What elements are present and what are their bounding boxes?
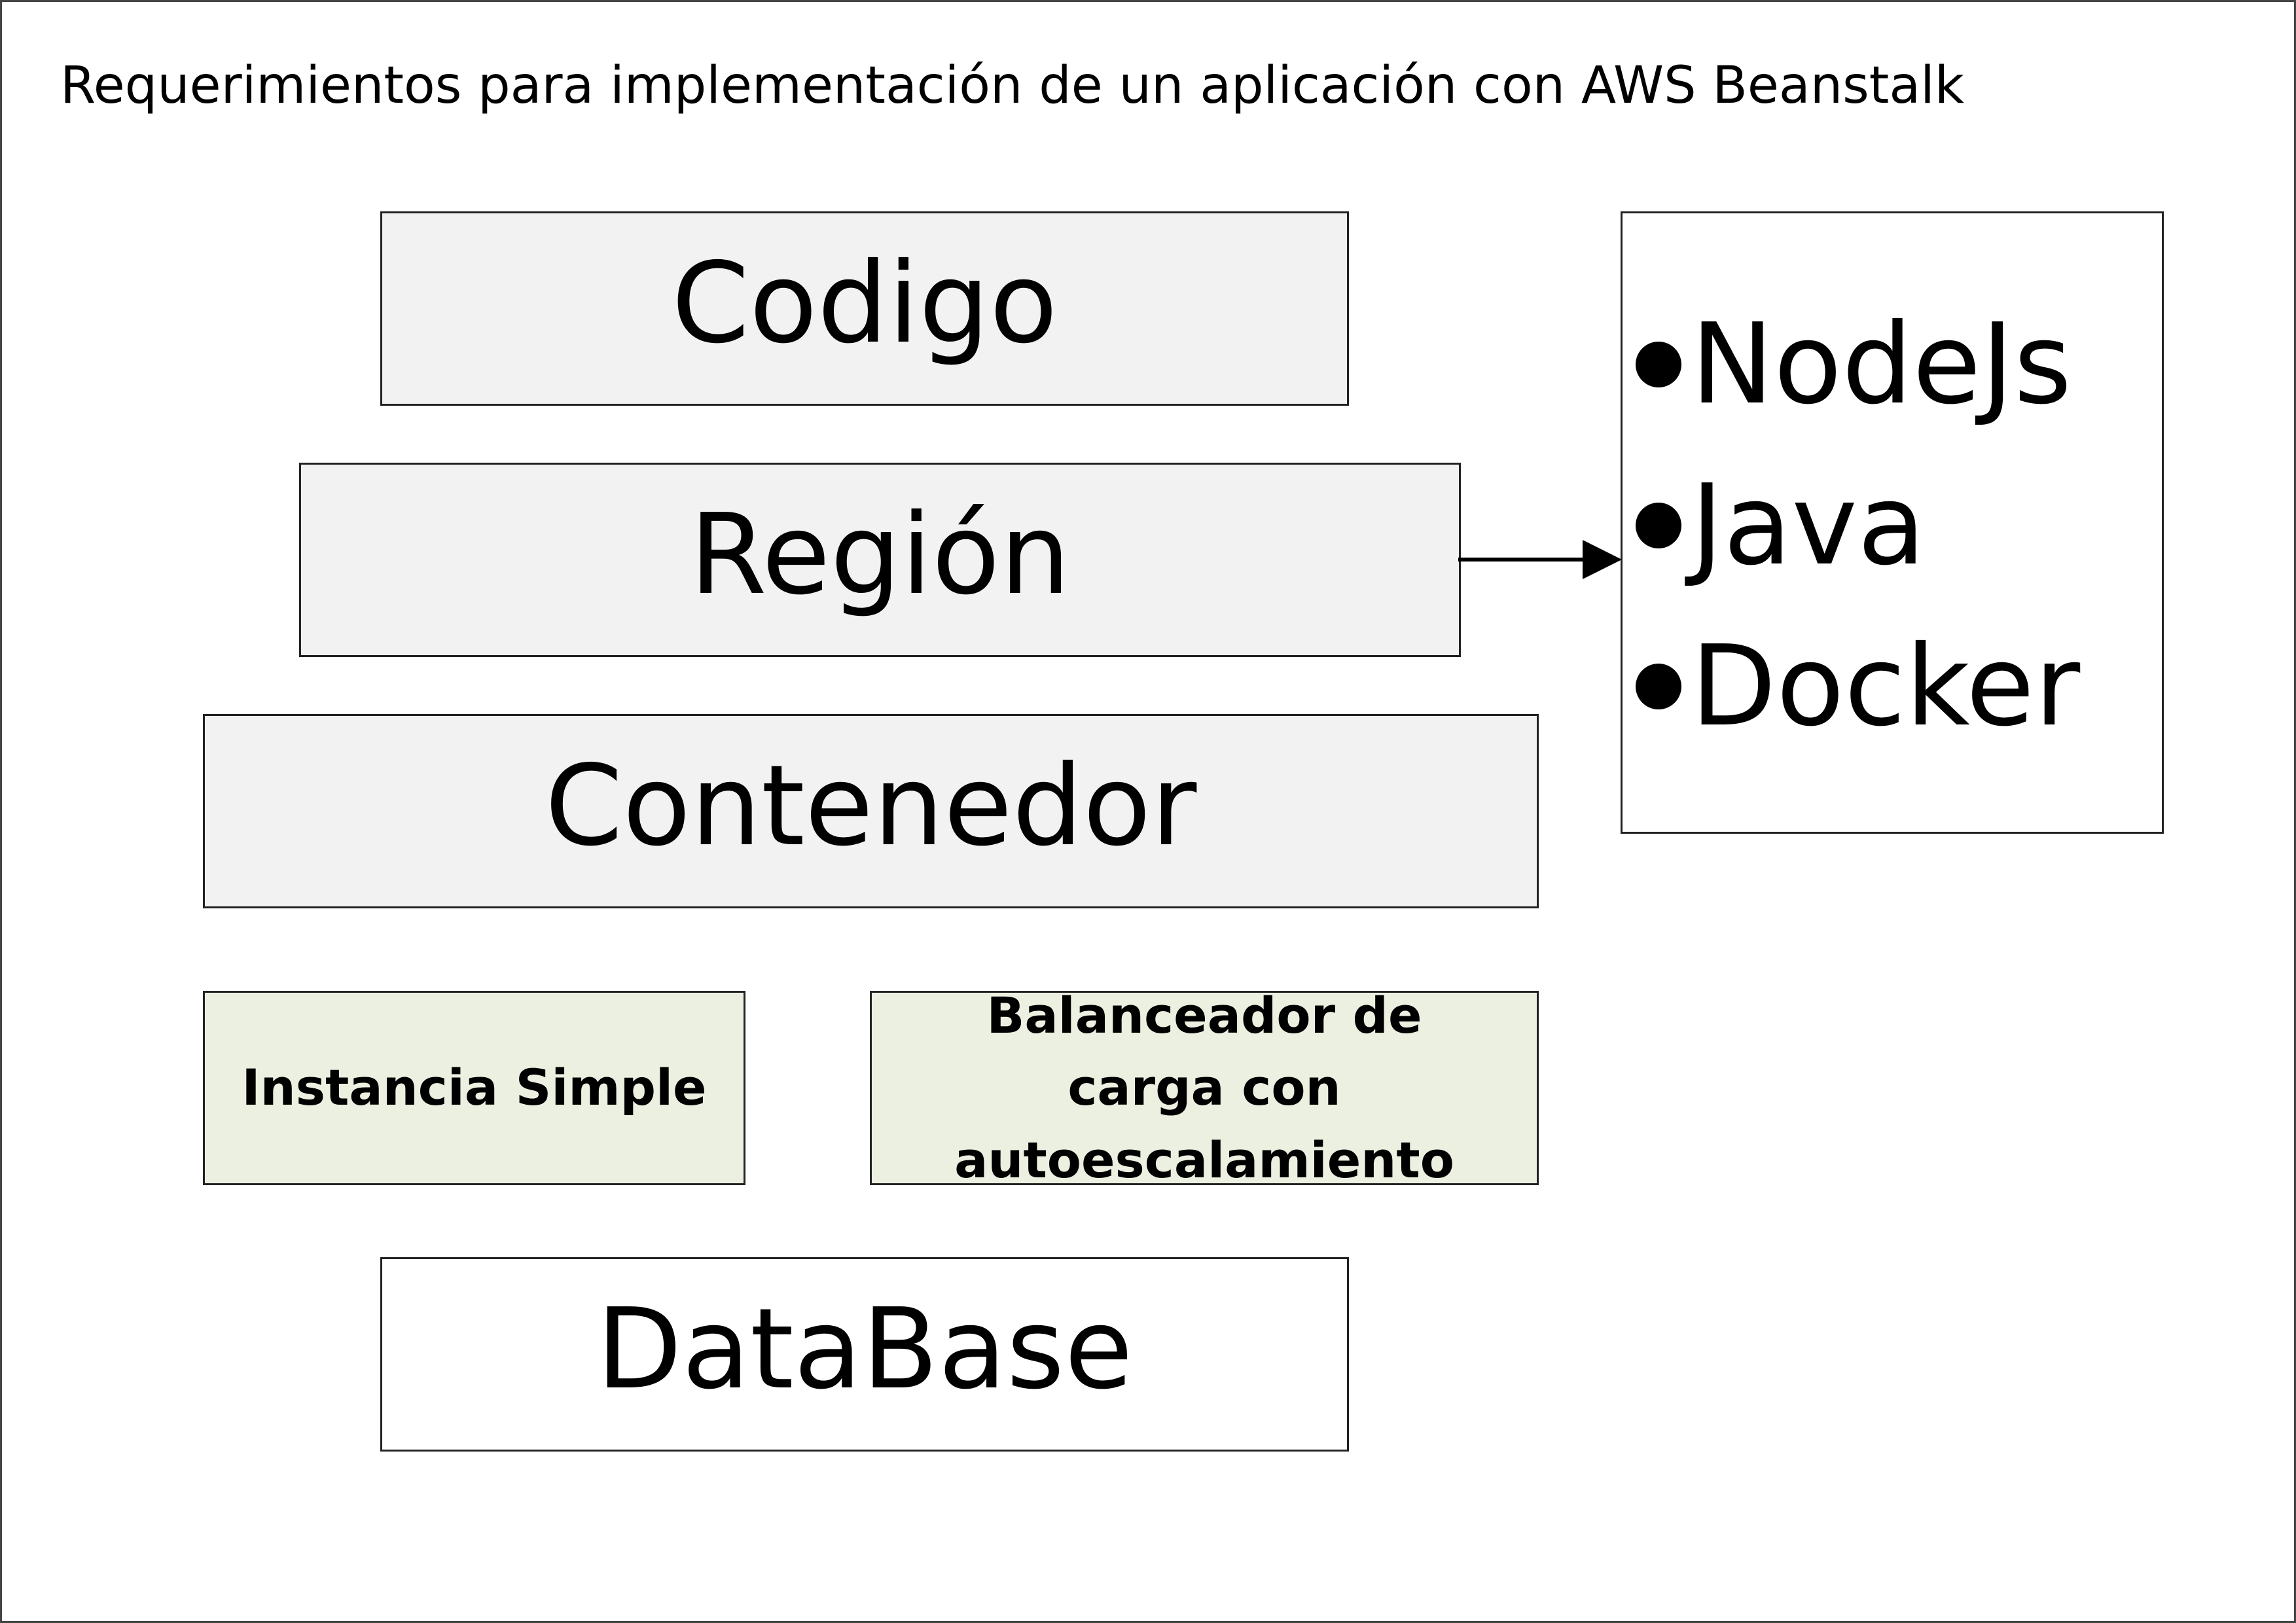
codigo-box: Codigo — [380, 211, 1349, 406]
bullet-icon — [1636, 664, 1681, 709]
bullet-icon — [1636, 342, 1681, 387]
platform-item-docker: Docker — [1636, 606, 2080, 767]
diagram-title: Requerimientos para implementación de un… — [60, 56, 1965, 115]
region-box: Región — [299, 463, 1461, 657]
platform-label-java: Java — [1691, 461, 1926, 590]
platform-list-box: NodeJs Java Docker — [1621, 211, 2164, 834]
platform-item-java: Java — [1636, 445, 2080, 606]
codigo-label: Codigo — [672, 238, 1058, 368]
database-label: DataBase — [596, 1284, 1133, 1414]
platform-item-nodejs: NodeJs — [1636, 284, 2080, 445]
contenedor-label: Contenedor — [545, 741, 1197, 871]
database-box: DataBase — [380, 1257, 1349, 1452]
instancia-simple-label: Instancia Simple — [242, 1058, 707, 1117]
instancia-simple-box: Instancia Simple — [203, 991, 745, 1185]
platform-label-nodejs: NodeJs — [1691, 300, 2072, 429]
region-label: Región — [689, 490, 1071, 620]
balanceador-box: Balanceador de carga con autoescalamient… — [870, 986, 1539, 1189]
contenedor-box: Contenedor — [203, 714, 1539, 908]
platform-list: NodeJs Java Docker — [1636, 284, 2080, 767]
balanceador-label: Balanceador de carga con autoescalamient… — [954, 986, 1454, 1189]
platform-label-docker: Docker — [1691, 622, 2081, 751]
bullet-icon — [1636, 503, 1681, 548]
